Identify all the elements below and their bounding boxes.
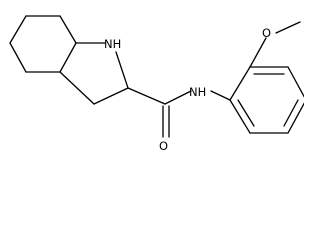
pyrrolidine-ring: [59, 42, 129, 105]
bond: [93, 87, 129, 105]
aromatic-inner-bond: [283, 99, 299, 127]
methoxy-group: [249, 21, 301, 68]
bond: [59, 15, 77, 44]
methoxy-oxygen-label: O: [262, 26, 271, 40]
cyclohexane-ring: [9, 15, 77, 73]
bond: [127, 87, 166, 105]
bond: [229, 99, 251, 134]
bond: [249, 37, 267, 68]
bond: [9, 42, 27, 73]
bond: [59, 42, 77, 73]
ring-nh-label: NH: [104, 37, 121, 51]
bond: [210, 90, 231, 101]
molecule-structure: NH NH O O: [9, 15, 304, 153]
bond: [9, 15, 27, 44]
bond: [229, 66, 251, 101]
bond: [287, 66, 304, 98]
amide-group: [127, 87, 231, 138]
bond: [287, 102, 304, 134]
carbonyl-oxygen-label: O: [159, 139, 168, 153]
bond: [59, 71, 95, 105]
bond: [275, 21, 301, 34]
bond: [115, 51, 129, 89]
bond: [164, 90, 192, 105]
benzene-ring: [229, 66, 304, 134]
aromatic-inner-bond: [237, 99, 255, 127]
amide-nh-label: NH: [189, 85, 206, 99]
